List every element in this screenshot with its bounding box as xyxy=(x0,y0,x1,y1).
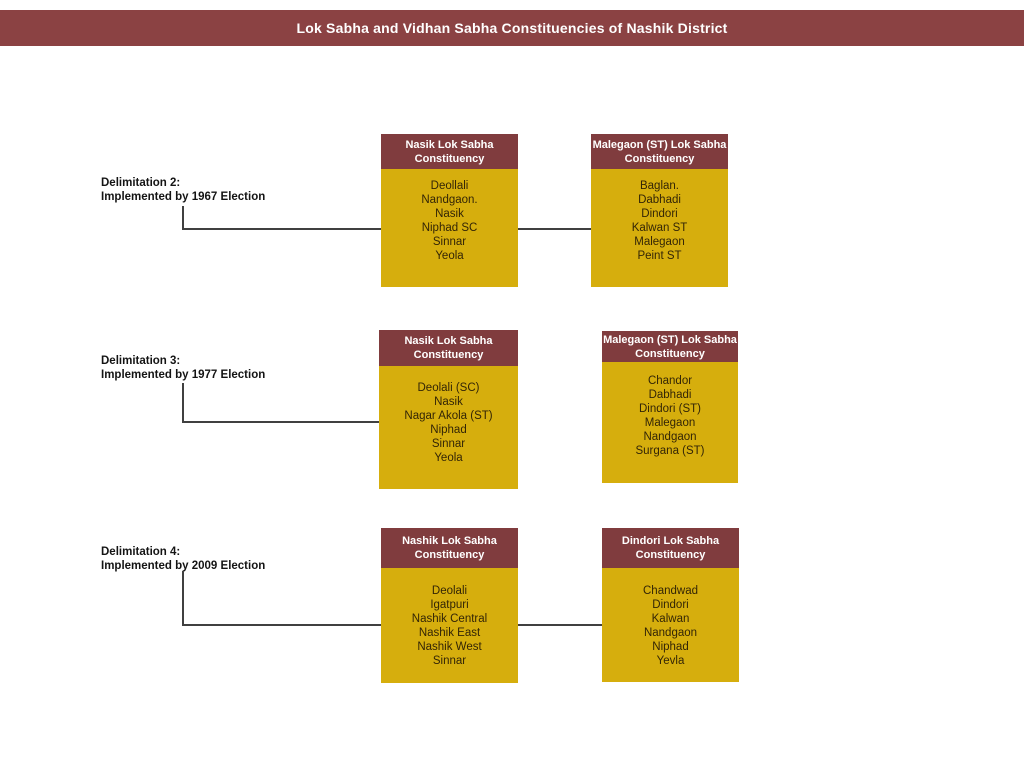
constituency-box-header: Dindori Lok Sabha Constituency xyxy=(602,528,739,568)
constituency-item: Deolali (SC) xyxy=(417,382,480,394)
constituency-item: Malegaon xyxy=(634,236,685,248)
constituency-item: Dabhadi xyxy=(648,389,692,401)
box-header-line2: Constituency xyxy=(413,349,484,361)
constituency-item: Kalwan ST xyxy=(631,222,688,234)
box-header-line1: Malegaon (ST) Lok Sabha xyxy=(592,138,727,151)
constituency-item: Yeola xyxy=(434,452,463,464)
constituency-box-malegaon-1967: Malegaon (ST) Lok Sabha Constituency Bag… xyxy=(591,134,728,287)
constituency-item: Niphad SC xyxy=(421,222,478,234)
constituency-item: Chandwad xyxy=(643,585,698,597)
box-header-line1: Dindori Lok Sabha xyxy=(621,535,720,547)
constituency-item: Sinnar xyxy=(432,655,467,667)
box-header-line1: Nasik Lok Sabha xyxy=(404,335,493,347)
delimitation-3-label-line2: Implemented by 1977 Election xyxy=(101,369,266,381)
title-bar: Lok Sabha and Vidhan Sabha Constituencie… xyxy=(0,10,1024,46)
constituency-box-header: Malegaon (ST) Lok Sabha Constituency xyxy=(602,331,738,362)
constituency-item: Kalwan xyxy=(651,613,690,625)
constituency-item: Deollali xyxy=(430,180,469,192)
constituency-item: Nandgaon. xyxy=(421,194,478,206)
constituency-item: Nasik xyxy=(434,396,463,408)
diagram-title: Lok Sabha and Vidhan Sabha Constituencie… xyxy=(296,20,728,36)
box-header-line1: Malegaon (ST) Lok Sabha xyxy=(603,333,737,346)
constituency-item: Niphad xyxy=(652,641,689,653)
constituency-box-header: Nasik Lok Sabha Constituency xyxy=(379,330,518,366)
constituency-item: Nasik xyxy=(435,208,464,220)
connector-horizontal-line xyxy=(182,421,379,423)
constituency-item: Nandgaon xyxy=(643,627,698,639)
constituency-box-header: Nasik Lok Sabha Constituency xyxy=(381,134,518,169)
connector-horizontal-line xyxy=(518,228,591,230)
connector-horizontal-line xyxy=(182,624,381,626)
box-header-line1: Nashik Lok Sabha xyxy=(402,535,497,547)
connector-horizontal-line xyxy=(518,624,602,626)
constituency-box-nasik-1967: Nasik Lok Sabha Constituency Deollali Na… xyxy=(381,134,518,287)
connector-horizontal-line xyxy=(182,228,381,230)
constituency-item: Dindori xyxy=(641,208,678,220)
constituency-box-body: Chandwad Dindori Kalwan Nandgaon Niphad … xyxy=(602,568,739,682)
constituency-item: Peint ST xyxy=(637,250,682,262)
delimitation-4-label-line2: Implemented by 2009 Election xyxy=(101,560,266,572)
constituency-item: Baglan. xyxy=(639,180,679,192)
constituency-box-header: Malegaon (ST) Lok Sabha Constituency xyxy=(591,134,728,169)
constituency-item: Chandor xyxy=(647,375,693,387)
box-header-line2: Constituency xyxy=(414,152,485,165)
delimitation-2-label-line2: Implemented by 1967 Election xyxy=(101,191,266,203)
constituency-item: Nandgaon xyxy=(643,431,697,443)
constituency-box-header: Nashik Lok Sabha Constituency xyxy=(381,528,518,568)
constituency-item: Sinnar xyxy=(432,236,467,248)
constituency-item: Dabhadi xyxy=(638,194,681,206)
constituency-item: Igatpuri xyxy=(430,599,469,611)
constituency-box-body: Deolali Igatpuri Nashik Central Nashik E… xyxy=(381,568,518,683)
delimitation-2-label-line1: Delimitation 2: xyxy=(101,177,181,189)
constituency-box-body: Deolali (SC) Nasik Nagar Akola (ST) Niph… xyxy=(379,366,518,489)
constituency-item: Sinnar xyxy=(431,438,466,450)
connector-vertical-line xyxy=(182,206,184,230)
constituency-box-body: Chandor Dabhadi Dindori (ST) Malegaon Na… xyxy=(602,362,738,483)
constituency-item: Yeola xyxy=(435,250,464,262)
constituency-box-malegaon-1977: Malegaon (ST) Lok Sabha Constituency Cha… xyxy=(602,331,738,483)
box-header-line2: Constituency xyxy=(414,549,485,561)
box-header-line2: Constituency xyxy=(635,549,706,561)
connector-vertical-line xyxy=(182,383,184,423)
constituency-box-dindori-2009: Dindori Lok Sabha Constituency Chandwad … xyxy=(602,528,739,682)
constituency-box-body: Baglan. Dabhadi Dindori Kalwan ST Malega… xyxy=(591,169,728,287)
connector-vertical-line xyxy=(182,571,184,626)
delimitation-4-label-line1: Delimitation 4: xyxy=(101,546,181,558)
constituency-item: Yevla xyxy=(656,655,685,667)
constituency-box-body: Deollali Nandgaon. Nasik Niphad SC Sinna… xyxy=(381,169,518,287)
constituency-item: Deolali xyxy=(431,585,468,597)
box-header-line2: Constituency xyxy=(635,347,705,360)
constituency-item: Surgana (ST) xyxy=(635,445,705,457)
box-header-line1: Nasik Lok Sabha xyxy=(405,138,494,151)
constituency-item: Dindori (ST) xyxy=(639,403,701,415)
constituency-item: Dindori xyxy=(652,599,689,611)
constituency-item: Nashik East xyxy=(418,627,481,639)
delimitation-3-label-line1: Delimitation 3: xyxy=(101,355,181,367)
box-header-line2: Constituency xyxy=(624,152,695,165)
constituency-box-nashik-2009: Nashik Lok Sabha Constituency Deolali Ig… xyxy=(381,528,518,683)
constituency-box-nasik-1977: Nasik Lok Sabha Constituency Deolali (SC… xyxy=(379,330,518,489)
constituency-item: Malegaon xyxy=(644,417,696,429)
constituency-item: Nashik West xyxy=(417,641,482,653)
constituency-item: Nagar Akola (ST) xyxy=(404,410,493,422)
delimitation-2-label: Delimitation 2: Implemented by 1967 Elec… xyxy=(101,176,265,204)
delimitation-4-label: Delimitation 4: Implemented by 2009 Elec… xyxy=(101,545,265,573)
constituency-item: Nashik Central xyxy=(411,613,488,625)
constituency-item: Niphad xyxy=(430,424,467,436)
delimitation-3-label: Delimitation 3: Implemented by 1977 Elec… xyxy=(101,354,265,382)
